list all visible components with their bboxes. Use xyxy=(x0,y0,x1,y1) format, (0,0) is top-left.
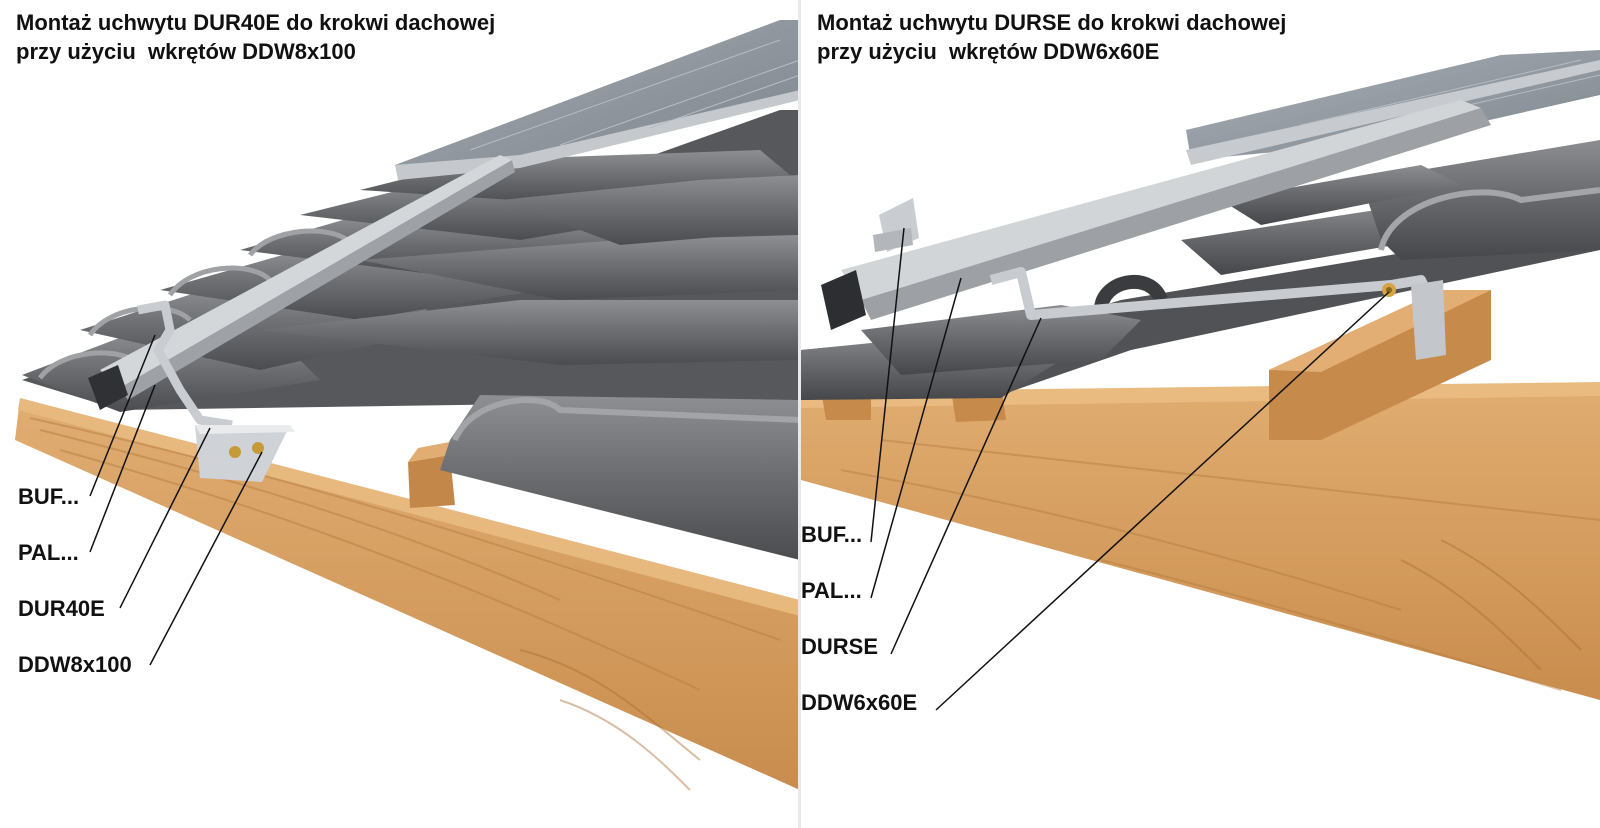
left-illustration xyxy=(15,20,798,791)
leader-lines xyxy=(89,334,263,666)
right-panel-title: Montaż uchwytu DURSE do krokwi dachowej … xyxy=(817,8,1286,66)
leader-line-pal xyxy=(89,384,156,553)
label-durse: DURSE xyxy=(801,634,879,659)
label-pal: PAL... xyxy=(18,540,79,565)
label-dur40e: DUR40E xyxy=(18,596,105,621)
mounting-rail xyxy=(88,155,515,410)
left-title-line1: Montaż uchwytu DUR40E do krokwi dachowej xyxy=(16,10,496,35)
roof-hook-dur40e xyxy=(137,300,295,482)
solar-panel xyxy=(1186,50,1600,165)
end-clamp xyxy=(873,198,919,252)
leader-line-buf xyxy=(870,227,905,543)
right-title-line1: Montaż uchwytu DURSE do krokwi dachowej xyxy=(817,10,1287,35)
roof-hook-durse xyxy=(989,267,1446,360)
left-panel-title: Montaż uchwytu DUR40E do krokwi dachowej… xyxy=(16,8,495,66)
leader-line-dur40e xyxy=(119,427,211,609)
label-pal: PAL... xyxy=(801,578,862,603)
label-ddw6x60e: DDW6x60E xyxy=(801,690,918,715)
leader-line-pal xyxy=(870,277,962,599)
leader-lines xyxy=(870,227,1390,711)
roof-tiles xyxy=(801,140,1600,400)
leader-line-ddw8x100 xyxy=(149,451,263,666)
label-ddw8x100: DDW8x100 xyxy=(18,652,132,677)
right-title-line2: przy użyciu wkrętów DDW6x60E xyxy=(817,39,1160,64)
leader-line-ddw6x60e xyxy=(935,291,1390,711)
right-illustration xyxy=(801,50,1600,711)
leader-line-buf xyxy=(89,334,156,497)
left-title-line2: przy użyciu wkrętów DDW8x100 xyxy=(16,39,356,64)
label-buf: BUF... xyxy=(801,522,863,547)
rafter-beam xyxy=(801,382,1600,700)
panel-divider xyxy=(798,0,801,828)
left-diagram-panel: Montaż uchwytu DUR40E do krokwi dachowej… xyxy=(0,0,798,828)
right-diagram-panel: Montaż uchwytu DURSE do krokwi dachowej … xyxy=(801,0,1600,828)
leader-line-durse xyxy=(890,317,1042,655)
mounting-rail xyxy=(821,100,1491,330)
label-buf: BUF... xyxy=(18,484,80,509)
